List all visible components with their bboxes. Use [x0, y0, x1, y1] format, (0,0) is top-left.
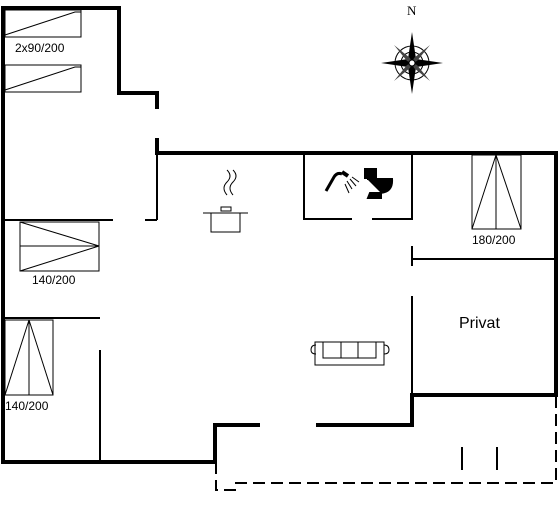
bed-left-lower: 140/200: [4, 319, 54, 413]
bed-label-left-upper: 140/200: [32, 273, 76, 287]
toilet-icon: [364, 168, 394, 199]
terrace-outline: [215, 395, 557, 491]
compass-north-label: N: [407, 3, 417, 18]
outer-walls: [1, 6, 558, 464]
bed-twin: 2x90/200: [4, 9, 82, 93]
shower-icon: [324, 170, 360, 194]
bed-label-left-lower: 140/200: [5, 399, 49, 413]
sofa-icon: [310, 341, 390, 366]
bed-label-right: 180/200: [472, 233, 516, 247]
room-label-private: Privat: [459, 315, 500, 332]
interior-walls: [3, 153, 556, 462]
bed-right: 180/200: [471, 154, 522, 247]
terrace-marks: [461, 447, 498, 470]
bed-label-twin: 2x90/200: [15, 41, 65, 55]
bed-left-upper: 140/200: [19, 221, 100, 287]
compass-rose-icon: [381, 32, 443, 94]
cooking-pot-icon: [203, 169, 248, 233]
